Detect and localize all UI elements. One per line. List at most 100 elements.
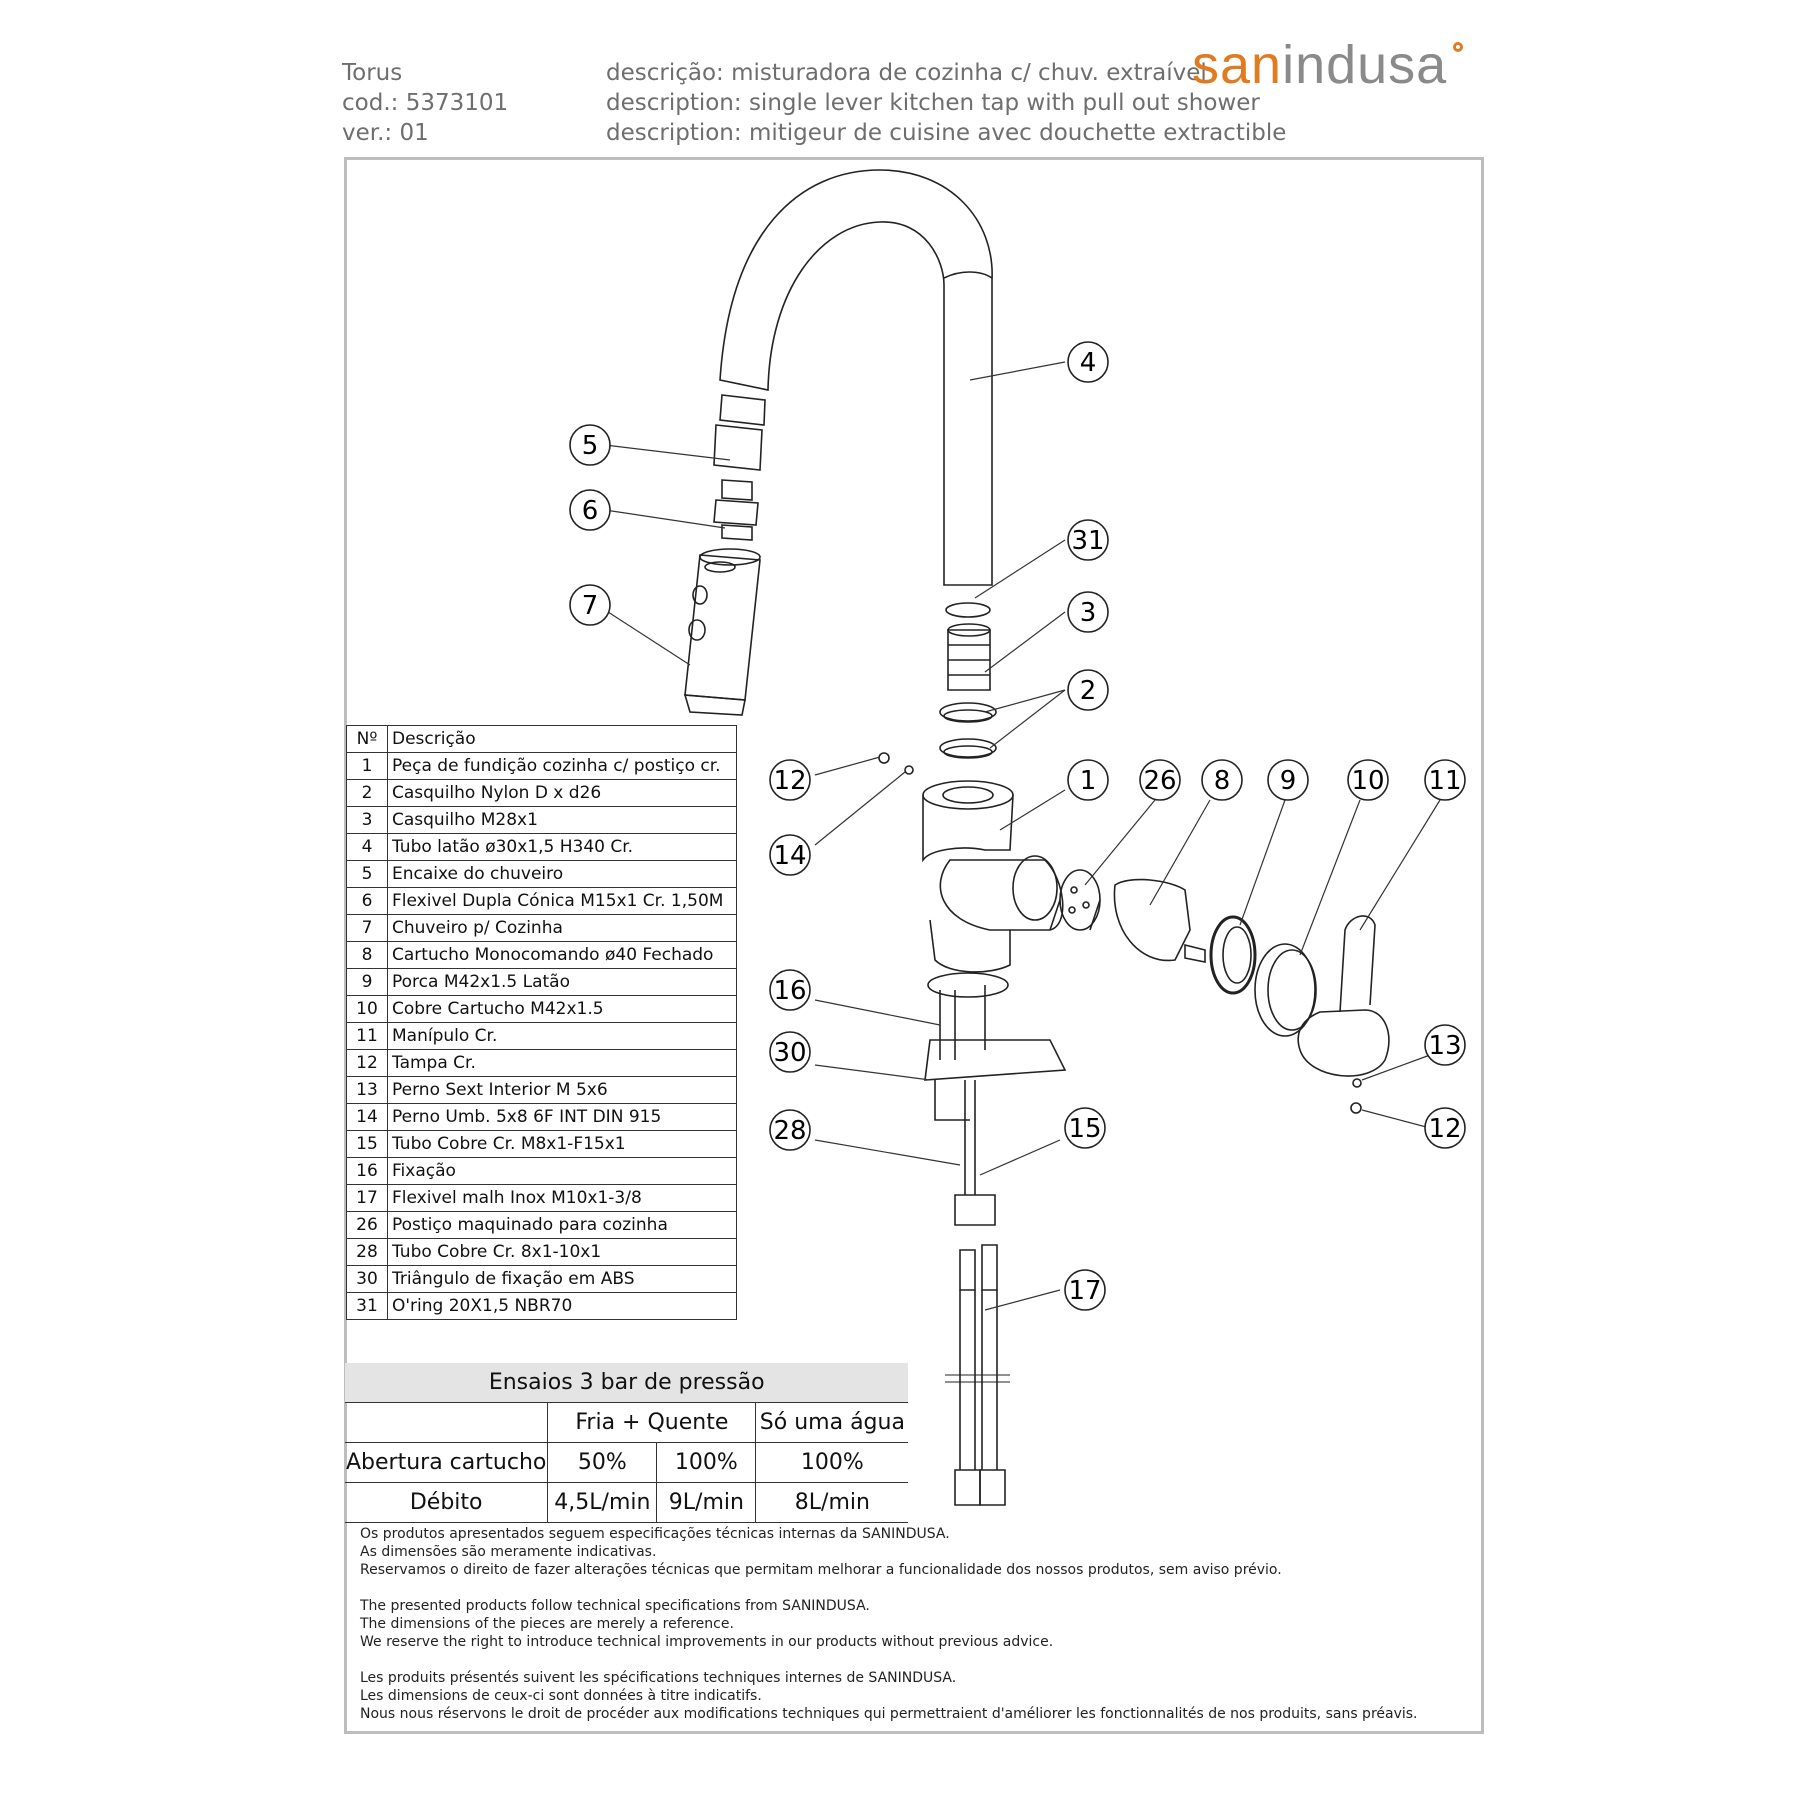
part-description: Cobre Cartucho M42x1.5 [387,995,737,1023]
callout-bubble: 11 [1424,759,1466,801]
callout-number: 7 [582,591,599,621]
note-fr-1: Les produits présentés suivent les spéci… [360,1670,957,1686]
part-number: 15 [346,1130,388,1158]
version: ver.: 01 [342,120,429,146]
callout-bubble: 12 [769,759,811,801]
logo-mark-icon [1453,42,1464,52]
part-cap-right [1350,1102,1362,1114]
callout-number: 3 [1080,598,1097,628]
callout-bubble: 31 [1067,519,1109,561]
note-pt-2: As dimensões são meramente indicativas. [360,1544,657,1560]
model-name: Torus [342,60,403,86]
callout-number: 9 [1280,766,1297,796]
callout-bubble: 2 [1067,669,1109,711]
disclaimer-notes: Os produtos apresentados seguem especifi… [360,1525,1418,1723]
tests-title: Ensaios 3 bar de pressão [345,1363,909,1403]
part-number: 26 [346,1211,388,1239]
part-number: 6 [346,887,388,915]
part-description: Casquilho Nylon D x d26 [387,779,737,807]
callout-number: 16 [773,976,806,1006]
part-description: Tubo latão ø30x1,5 H340 Cr. [387,833,737,861]
callout-number: 26 [1143,766,1176,796]
part-number: 8 [346,941,388,969]
callout-bubble: 30 [769,1031,811,1073]
part-number: 3 [346,806,388,834]
callout-number: 10 [1351,766,1384,796]
parts-header-row: Nº Descrição [346,725,737,753]
part-hex-screw [1352,1078,1362,1088]
col-single-water: Só uma água [755,1402,909,1443]
note-fr-2: Les dimensions de ceux-ci sont données à… [360,1688,762,1704]
callout-number: 11 [1428,766,1461,796]
flow-value: 9L/min [656,1482,757,1523]
note-en-3: We reserve the right to introduce techni… [360,1634,1054,1650]
part-cartridge-cover [1254,943,1317,1037]
part-number: 17 [346,1184,388,1212]
tests-empty-cell [345,1402,549,1443]
description-pt: descrição: misturadora de cozinha c/ chu… [606,60,1207,86]
callout-bubble: 9 [1267,759,1309,801]
part-description: Peça de fundição cozinha c/ postiço cr. [387,752,737,780]
callout-bubble: 28 [769,1109,811,1151]
part-handle [1297,915,1390,1077]
callout-number: 28 [773,1116,806,1146]
part-nylon-bushings [939,702,997,759]
part-number: 28 [346,1238,388,1266]
callout-bubble: 13 [1424,1024,1466,1066]
callout-number: 30 [773,1038,806,1068]
part-number: 9 [346,968,388,996]
part-number: 11 [346,1022,388,1050]
part-number: 13 [346,1076,388,1104]
description-fr: description: mitigeur de cuisine avec do… [606,120,1287,146]
part-description: Tampa Cr. [387,1049,737,1077]
callout-bubble: 26 [1139,759,1181,801]
part-description: Perno Sext Interior M 5x6 [387,1076,737,1104]
part-copper-tubes [954,1080,996,1226]
part-shower-connector [713,394,766,541]
callout-number: 4 [1080,348,1097,378]
flow-value: 4,5L/min [547,1482,658,1523]
callout-bubble: 15 [1064,1107,1106,1149]
callout-number: 12 [1428,1114,1461,1144]
callout-number: 15 [1068,1114,1101,1144]
note-en-2: The dimensions of the pieces are merely … [360,1616,734,1632]
brand-logo-part2: indusa [1282,35,1448,95]
callout-number: 6 [582,496,599,526]
part-description: Fixação [387,1157,737,1185]
header-description: Descrição [387,725,737,753]
callout-bubble: 17 [1064,1269,1106,1311]
part-nut [1209,915,1257,995]
part-number: 30 [346,1265,388,1293]
callout-number: 13 [1428,1031,1461,1061]
part-body-casting [922,780,1064,973]
part-spout [719,169,993,586]
part-description: Encaixe do chuveiro [387,860,737,888]
header-number: Nº [346,725,388,753]
part-number: 16 [346,1157,388,1185]
note-fr-3: Nous nous réservons le droit de procéder… [360,1706,1418,1722]
callout-number: 5 [582,431,599,461]
callout-bubble: 4 [1067,341,1109,383]
part-grub-screw [904,765,914,775]
part-number: 5 [346,860,388,888]
part-number: 14 [346,1103,388,1131]
note-pt-1: Os produtos apresentados seguem especifi… [360,1526,950,1542]
part-description: Flexivel malh Inox M10x1-3/8 [387,1184,737,1212]
part-cartridge [1113,878,1206,963]
part-number: 7 [346,914,388,942]
